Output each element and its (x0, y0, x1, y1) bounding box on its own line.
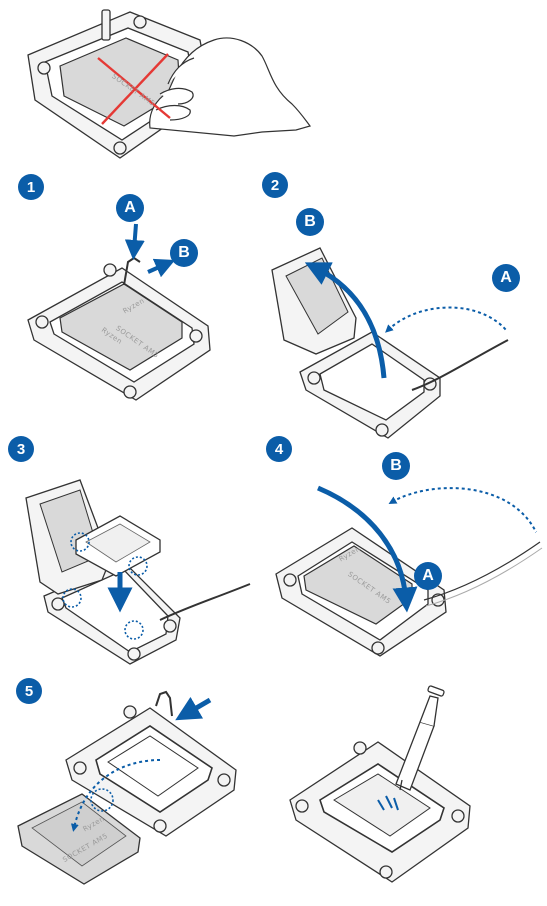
step1-arrow-a (124, 223, 145, 260)
step2-illustration (271, 247, 509, 439)
step4-dotted-arc-icon (388, 487, 537, 533)
step-4-badge: 4 (266, 436, 292, 462)
step2-label-b: B (296, 208, 324, 236)
step5-arrow-press (175, 696, 212, 721)
step4-arrow-a (317, 485, 418, 613)
step2-socket (299, 331, 441, 439)
hand-icon (149, 37, 312, 137)
step1-lever (123, 256, 141, 286)
step-1-badge: 1 (18, 174, 44, 200)
step5-tab-circle (90, 788, 114, 812)
warning-panel (27, 9, 312, 159)
step4-lever (423, 541, 541, 601)
step1-label-a: A (116, 194, 144, 222)
step-2-badge: 2 (262, 172, 288, 198)
step2-dotted-arc-icon (385, 306, 507, 333)
step-3-badge: 3 (8, 436, 34, 462)
step5-lever (155, 690, 173, 717)
step4-label-b: B (382, 452, 410, 480)
step1-illustration (27, 223, 211, 401)
step4-illustration (275, 485, 543, 657)
step2-label-a: A (492, 264, 520, 292)
step1-arrow-b (147, 258, 176, 278)
paste-dots (377, 795, 399, 811)
step5-right-illustration (289, 685, 471, 883)
step5-frame (95, 725, 213, 813)
step4-label-a: A (414, 562, 442, 590)
step5-dotted-arrow (70, 759, 161, 832)
step2-lever (411, 339, 509, 391)
step3-alignment-circles (62, 532, 148, 640)
step2-arrow-b (304, 262, 387, 379)
red-x-icon (97, 53, 171, 125)
step-5-badge: 5 (16, 678, 42, 704)
thermal-paste-syringe-icon (395, 685, 445, 791)
step3-lever (159, 583, 251, 621)
step1-label-b: B (170, 239, 198, 267)
step3-illustration (25, 479, 251, 665)
step5-left-illustration (17, 690, 237, 885)
